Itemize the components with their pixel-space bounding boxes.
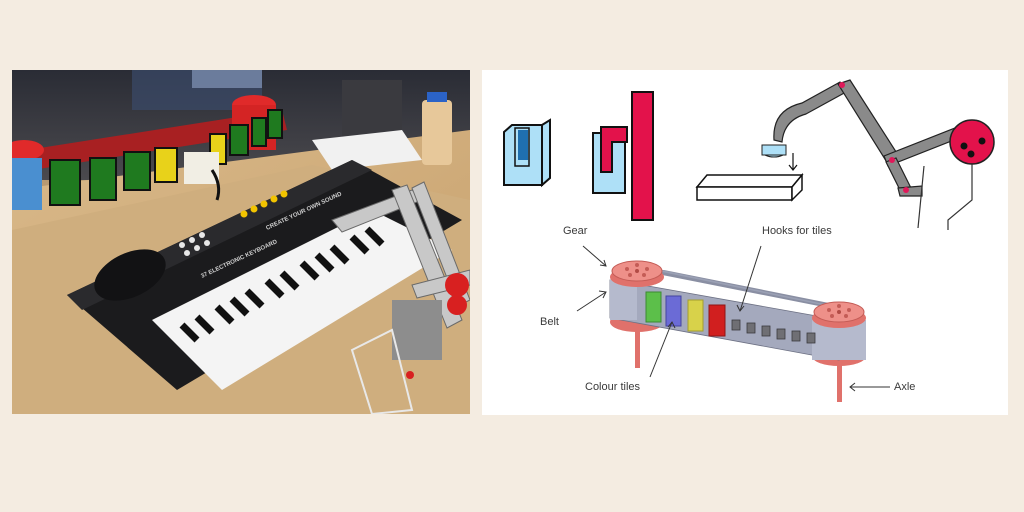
colour-tiles-label: Colour tiles [585,381,641,393]
robot-arm-icon [761,79,995,230]
belt-label: Belt [540,316,559,328]
blue-tile [665,295,682,327]
clamp-icon [503,118,551,188]
diagram-illustration [503,79,995,402]
conveyor-belt-diagram: Gear Belt Hooks for tiles Colour tiles A… [482,70,1008,415]
yellow-tile [687,299,704,332]
photo-illustration: CREATE YOUR OWN SOUND 37 ELECTRONIC KEYB… [12,70,470,414]
keyboard-robot-photo: CREATE YOUR OWN SOUND 37 ELECTRONIC KEYB… [12,70,470,414]
gear-label: Gear [563,225,588,237]
hooks-label: Hooks for tiles [762,225,832,237]
red-tile [708,304,726,337]
tile-slab-icon [695,153,804,202]
green-tile [645,291,662,323]
axle-label: Axle [894,381,916,393]
hook-icon [592,91,654,221]
conveyor-belt [609,260,866,402]
